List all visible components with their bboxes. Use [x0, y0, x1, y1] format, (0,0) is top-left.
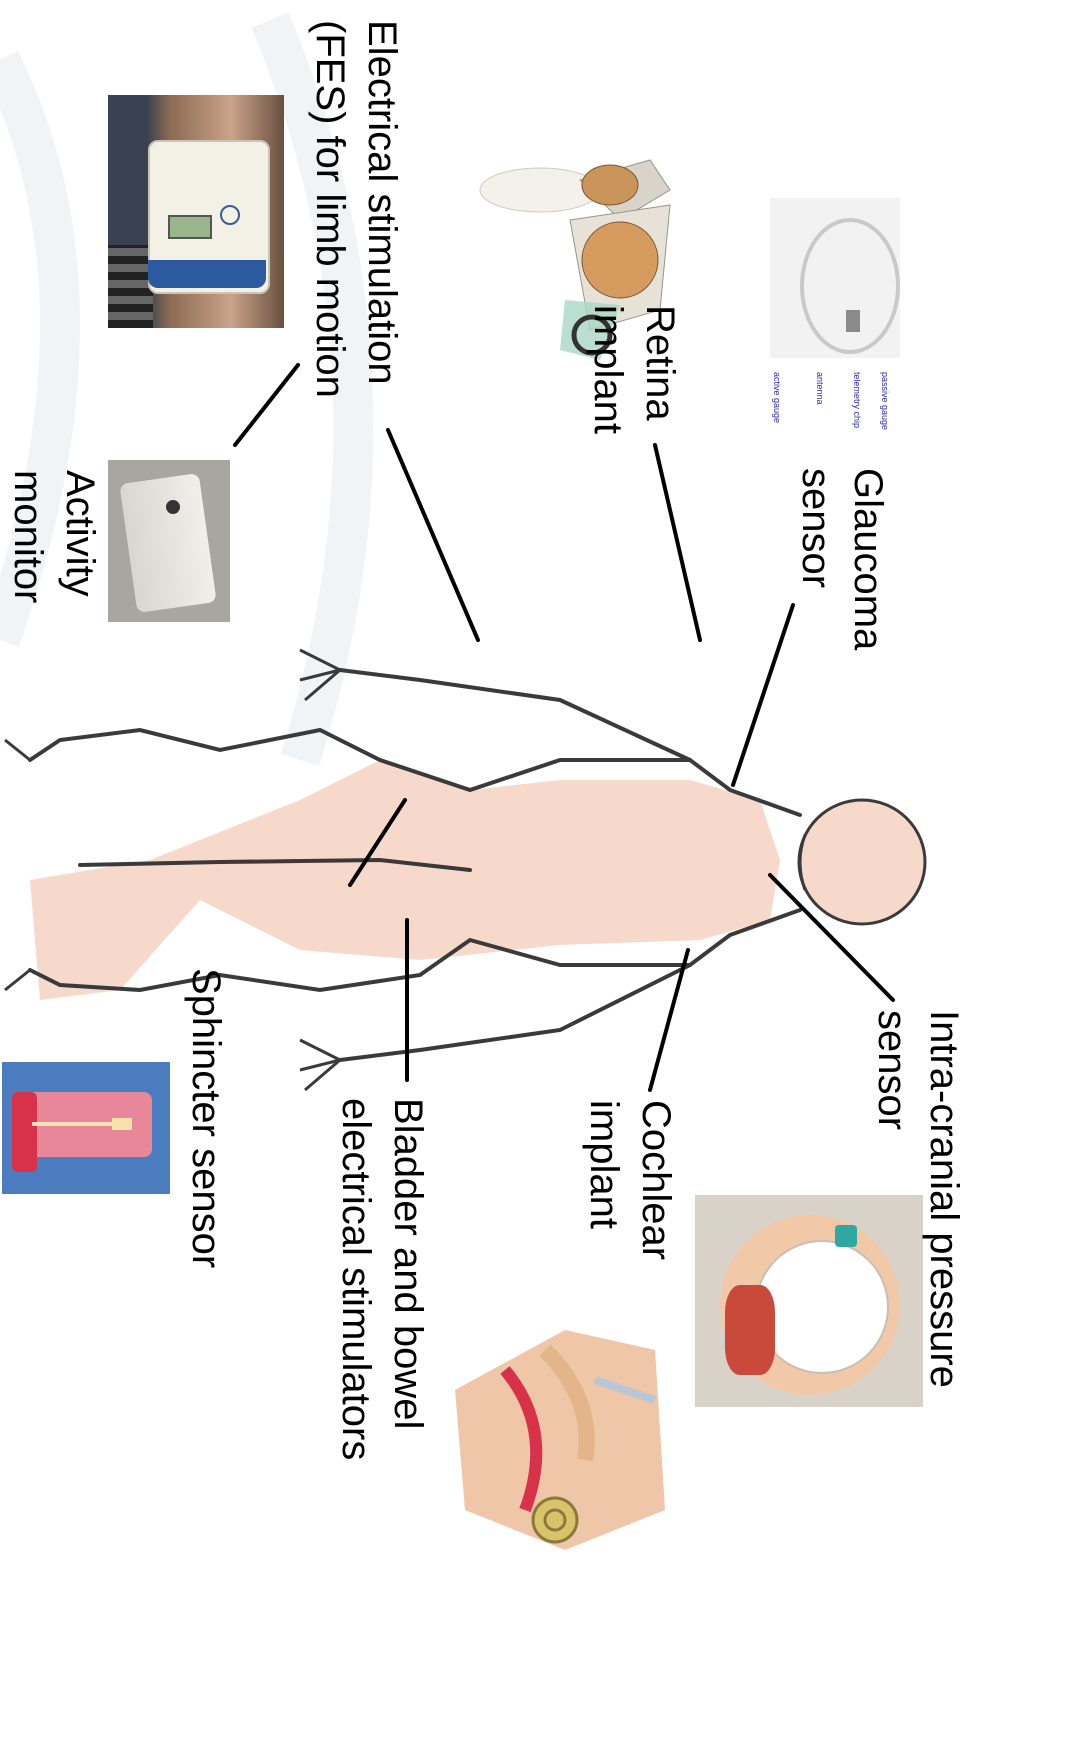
human-body-outline [5, 650, 925, 1090]
label-cochlear: Cochlear implant [578, 1100, 682, 1260]
glaucoma-callout-2: telemetry chip [852, 372, 862, 428]
activity-monitor-photo [108, 460, 230, 622]
label-bladder: Bladder and bowel electrical stimulators [330, 1098, 434, 1460]
leader-retina [655, 445, 700, 640]
glaucoma-callout-1: passive gauge [880, 372, 890, 430]
label-activity: Activity monitor [2, 470, 106, 603]
label-sphincter: Sphincter sensor [180, 968, 232, 1268]
leader-fes-activity [235, 365, 298, 445]
glaucoma-callout-4: active gauge [772, 372, 782, 423]
sphincter-sensor-image [2, 1062, 170, 1194]
fes-device-photo [108, 95, 284, 328]
leader-cochlear [650, 950, 688, 1090]
label-glaucoma: Glaucoma sensor [790, 468, 894, 650]
glaucoma-sensor-photo [770, 198, 900, 358]
leader-glaucoma [733, 605, 793, 785]
cochlea-illustration [445, 1310, 665, 1550]
leader-fes [388, 430, 478, 640]
glaucoma-callout-3: antenna [815, 372, 825, 405]
label-fes: Electrical stimulation (FES) for limb mo… [304, 20, 408, 398]
label-icp: Intra-cranial pressure sensor [866, 1010, 970, 1388]
label-retina: Retina implant [582, 305, 686, 434]
